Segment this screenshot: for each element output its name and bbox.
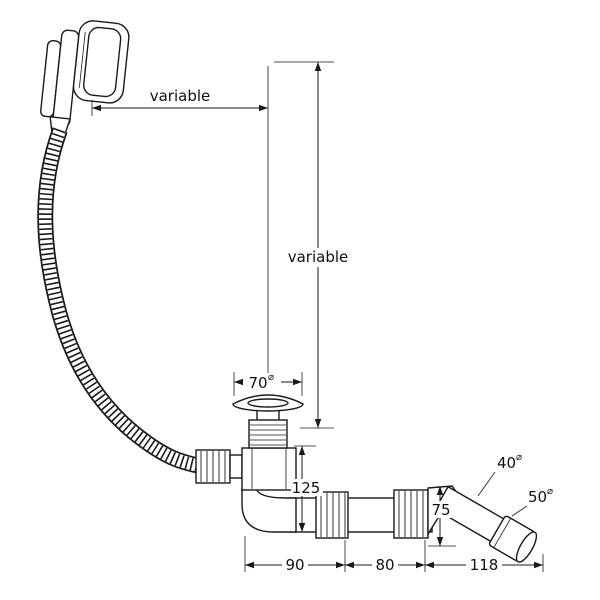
label-mask [429, 501, 453, 518]
leader-line [477, 471, 496, 497]
label-mask [372, 557, 398, 573]
hose-ribs [39, 127, 202, 473]
hose-nut-collar [229, 454, 243, 479]
label-mask [287, 248, 349, 267]
union-nut-2 [393, 489, 429, 539]
label-mask [243, 373, 281, 390]
callout-40-dia: 40 ⌀ [477, 452, 522, 497]
dim-bottom-row: 90 80 118 [244, 536, 544, 574]
dim-label-80: 80 [375, 556, 394, 574]
dim-label-125: 125 [292, 479, 321, 497]
leader-line [511, 505, 528, 517]
label-mask [291, 479, 323, 496]
label-mask [282, 557, 308, 573]
dim-125: 125 [291, 445, 323, 532]
overflow-actuator [40, 20, 130, 138]
label-mask [466, 557, 502, 573]
overflow-knob-groove [78, 32, 86, 88]
label-50: 50 [528, 488, 547, 506]
plug-cap-inner-rim [247, 398, 289, 408]
hose-union-nut [195, 449, 243, 484]
dim-cap-70: 70 ⌀ [233, 372, 303, 396]
dim-label-90: 90 [285, 556, 304, 574]
union-nut-1 [315, 491, 349, 539]
dim-label-70: 70 [248, 374, 267, 392]
dim-label-variable-v: variable [288, 248, 349, 266]
dim-label-variable-h: variable [150, 87, 211, 105]
overflow-knob-inner [83, 26, 122, 98]
dim-variable-vertical: variable [274, 61, 349, 429]
diameter-symbol: ⌀ [547, 486, 553, 497]
waste-tee-body [241, 447, 297, 491]
waste-assembly [232, 394, 538, 563]
overflow-knob [72, 20, 130, 104]
waste-plug-cap [232, 394, 304, 412]
dim-label-118: 118 [470, 556, 499, 574]
overflow-hose [37, 127, 202, 474]
callout-50-dia: 50 ⌀ [511, 486, 553, 517]
diameter-symbol: ⌀ [268, 372, 274, 383]
diameter-symbol: ⌀ [516, 452, 522, 463]
dim-variable-horizontal: variable [91, 87, 268, 116]
cuff-edge-line [493, 518, 512, 548]
hose-body [39, 127, 202, 473]
waste-threaded-body [248, 419, 288, 449]
label-40: 40 [497, 454, 516, 472]
trap-elbow [241, 487, 297, 533]
dim-75: 75 [428, 486, 456, 547]
angled-outlet [434, 485, 538, 563]
dim-label-75: 75 [431, 501, 450, 519]
outlet-opening [515, 531, 538, 563]
